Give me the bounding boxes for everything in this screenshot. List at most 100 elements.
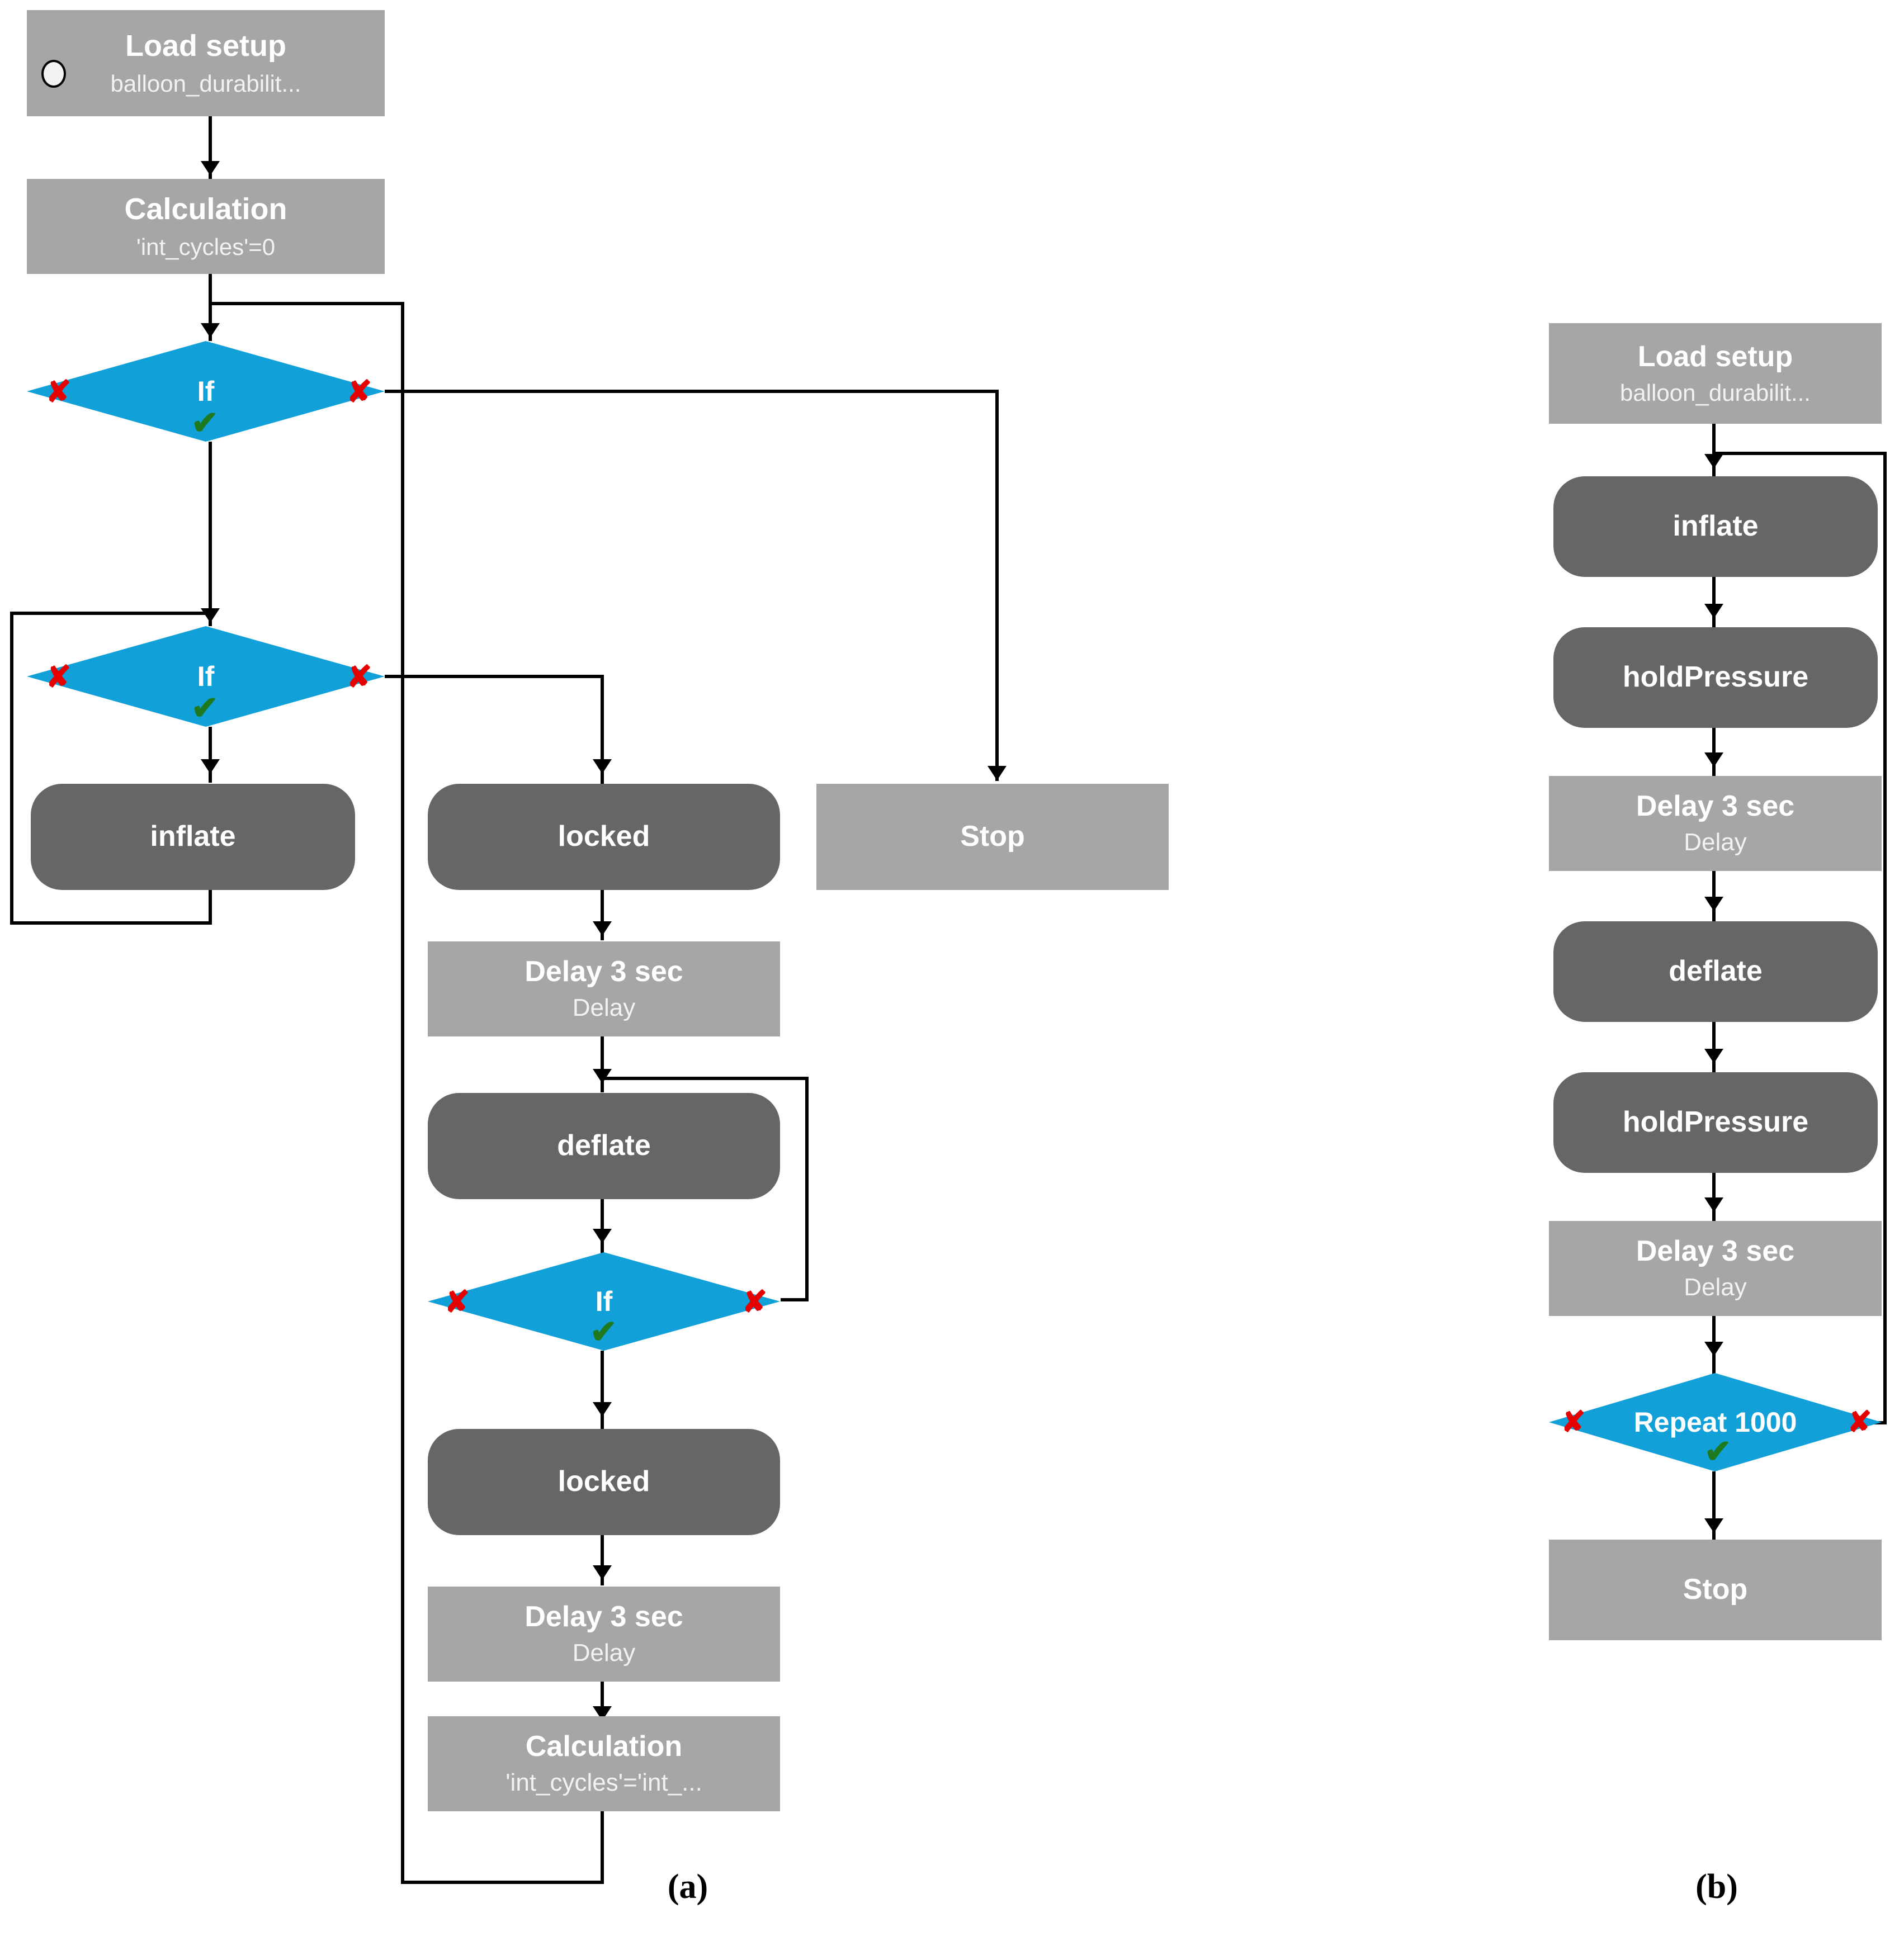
connector-b-load-to-inflate [1712,424,1716,477]
connector-a-if3-true [601,1351,604,1429]
node-b-inflate[interactable]: inflate [1553,476,1878,577]
node-b-delay-2[interactable]: Delay 3 sec Delay [1549,1221,1882,1316]
arrowhead [988,766,1007,780]
connector-b-repeat-true-to-stop [1712,1471,1716,1543]
node-subtitle: 'int_cycles'=0 [136,233,276,260]
connector-a-locked2-to-delay2 [601,1535,604,1585]
connector-a-bottom-rail-h [401,1881,604,1884]
arrowhead [201,161,220,176]
connector-b-deflate-to-hold2 [1712,1022,1716,1073]
node-a-if-2[interactable]: If ✘ ✘ ✔ [27,626,385,727]
diamond-shape-icon [428,1252,780,1351]
connector-a-if2-false-h [385,675,604,678]
false-branch-x-icon: ✘ [1848,1406,1872,1438]
node-title: Calculation [124,192,287,226]
arrowhead [1704,604,1723,618]
connector-a-loopback-to-if1-h [209,302,404,305]
connector-b-loopback-v [1883,452,1887,1424]
false-branch-x-icon: ✘ [347,375,372,409]
node-title: Delay 3 sec [1636,1235,1795,1268]
node-b-hold-pressure-1[interactable]: holdPressure [1553,627,1878,728]
connector-a-calc-to-if1 [209,274,212,341]
arrowhead [1704,897,1723,911]
node-a-locked-1[interactable]: locked [428,784,780,890]
node-a-calculation-init[interactable]: Calculation 'int_cycles'=0 [27,179,385,274]
arrowhead [593,1402,612,1417]
arrowhead [201,759,220,774]
connector-a-inflate-loop-h-bottom [10,921,210,925]
connector-a-calc-to-rail-v [601,1811,604,1884]
node-a-if-3[interactable]: If ✘ ✘ ✔ [428,1252,780,1351]
connector-a-if1-true [209,442,212,626]
node-a-if-1[interactable]: If ✘ ✘ ✔ [27,341,385,442]
panel-b-caption: (b) [1695,1868,1738,1906]
arrowhead [1704,1518,1723,1533]
node-title: holdPressure [1622,661,1809,694]
diamond-shape-icon [27,341,385,442]
node-a-inflate[interactable]: inflate [31,784,355,890]
node-a-delay-1[interactable]: Delay 3 sec Delay [428,941,780,1036]
node-b-repeat-1000[interactable]: Repeat 1000 ✘ ✘ ✔ [1549,1373,1882,1471]
arrowhead [201,608,220,623]
connector-a-deflate-to-if3 [601,1199,604,1255]
node-a-calculation-increment[interactable]: Calculation 'int_cycles'='int_... [428,1716,780,1811]
node-b-delay-1[interactable]: Delay 3 sec Delay [1549,776,1882,871]
arrowhead [593,1229,612,1243]
connector-a-loopback-to-if1-v [401,302,404,1884]
node-subtitle: 'int_cycles'='int_... [505,1769,702,1797]
node-title: Delay 3 sec [525,955,683,988]
false-branch-x-icon: ✘ [46,660,72,694]
arrowhead [1704,752,1723,767]
true-branch-check-icon: ✔ [1704,1433,1732,1470]
arrowhead [201,323,220,338]
node-subtitle: Delay [1684,829,1747,856]
true-branch-check-icon: ✔ [590,1314,617,1350]
node-subtitle: balloon_durabilit... [1620,379,1811,406]
node-title: Stop [960,820,1025,853]
node-b-load-setup[interactable]: Load setup balloon_durabilit... [1549,323,1882,424]
false-branch-x-icon: ✘ [46,375,72,409]
connector-a-deflate-loop-v [805,1077,809,1301]
node-a-load-setup[interactable]: Load setup balloon_durabilit... [27,10,385,116]
true-branch-check-icon: ✔ [191,690,219,726]
false-branch-x-icon: ✘ [347,660,372,694]
node-title: Delay 3 sec [1636,790,1795,823]
connector-a-if2-true [209,727,212,783]
false-branch-x-icon: ✘ [742,1285,768,1319]
arrowhead [593,1565,612,1580]
node-a-stop[interactable]: Stop [816,784,1169,890]
node-title: Calculation [525,1730,683,1763]
node-title: If [595,1286,613,1317]
node-title: holdPressure [1622,1106,1809,1139]
arrowhead [1704,1049,1723,1063]
true-branch-check-icon: ✔ [191,405,219,441]
node-b-stop[interactable]: Stop [1549,1540,1882,1640]
connector-a-if1-false-h [385,390,999,393]
arrowhead [593,1069,612,1083]
connector-a-load-to-calc [209,116,212,179]
node-title: If [197,376,215,407]
connector-a-locked1-to-delay1 [601,890,604,940]
connector-a-inflate-loop-stub [209,889,212,925]
node-title: Stop [1683,1573,1748,1606]
arrowhead [593,759,612,774]
connector-a-if2-false-v [601,675,604,784]
node-a-delay-2[interactable]: Delay 3 sec Delay [428,1587,780,1682]
node-title: locked [558,820,650,853]
connector-b-inflate-to-hold1 [1712,577,1716,628]
node-b-deflate[interactable]: deflate [1553,921,1878,1022]
node-subtitle: Delay [572,1639,636,1667]
connector-a-inflate-loop-h-top [10,612,210,615]
node-a-deflate[interactable]: deflate [428,1093,780,1199]
node-title: Delay 3 sec [525,1601,683,1634]
arrowhead [593,921,612,936]
node-a-locked-2[interactable]: locked [428,1429,780,1535]
node-b-hold-pressure-2[interactable]: holdPressure [1553,1072,1878,1173]
connector-b-loopback-h-top [1712,452,1887,455]
node-title: deflate [557,1129,651,1162]
node-title: Repeat 1000 [1633,1407,1797,1438]
connector-a-if1-false-v [995,390,999,781]
diamond-shape-icon [27,626,385,727]
diamond-shape-icon [1549,1373,1882,1471]
